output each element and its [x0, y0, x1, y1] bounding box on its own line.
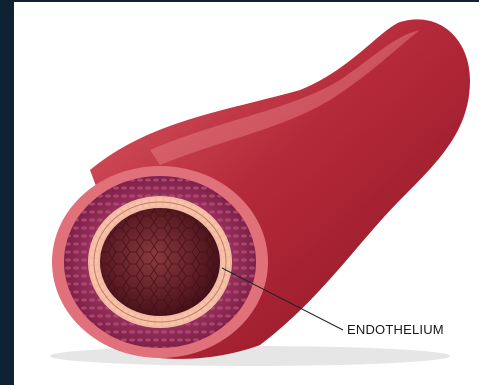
lumen-cell-texture	[100, 208, 220, 316]
endothelium-label: ENDOTHELIUM	[347, 322, 444, 337]
vessel-shadow	[50, 346, 450, 366]
